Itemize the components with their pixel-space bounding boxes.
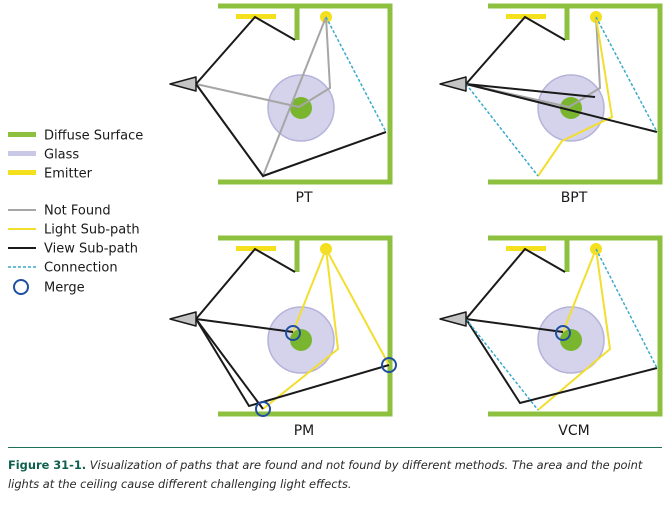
merge-marker-1: [555, 325, 571, 341]
diffuse-walls: [218, 3, 393, 185]
legend-label-merge: Merge: [44, 281, 85, 296]
panel-pm: PM: [169, 235, 397, 439]
legend-label-connection: Connection: [44, 261, 118, 276]
light-path-1: [292, 248, 327, 333]
connection-path-1: [465, 83, 539, 177]
legend-swatch-glass: [8, 151, 36, 156]
figure-caption-text: Visualization of paths that are found an…: [8, 458, 643, 491]
panel-bpt: BPT: [439, 3, 663, 206]
not-found-path-1: [465, 16, 602, 109]
paths: [439, 247, 658, 411]
diffuse-walls: [218, 235, 393, 417]
panel-label-pm: PM: [294, 423, 315, 439]
diffuse-core: [290, 329, 312, 351]
view-path-1: [465, 15, 566, 85]
light-path-1: [562, 248, 597, 333]
figure-label: Figure 31-1.: [8, 458, 87, 472]
view-path-2: [195, 318, 294, 333]
paths: [439, 15, 658, 177]
panel-vcm: VCM: [439, 235, 663, 439]
view-path-2: [465, 318, 564, 333]
paths: [169, 247, 397, 417]
legend-label-view-sub-path: View Sub-path: [44, 242, 138, 257]
panel-pt: PT: [169, 3, 393, 206]
legend-label-diffuse-surface: Diffuse Surface: [44, 129, 143, 144]
merge-marker-2: [381, 357, 397, 373]
view-path-3: [465, 318, 658, 405]
legend-swatch-diffuse-surface: [8, 132, 36, 137]
legend-label-glass: Glass: [44, 148, 79, 163]
legend-label-not-found: Not Found: [44, 204, 111, 219]
legend-circle-merge: [13, 279, 29, 295]
merge-marker-1: [285, 325, 301, 341]
panel-label-vcm: VCM: [558, 423, 589, 439]
merge-marker-3: [255, 401, 271, 417]
panel-label-pt: PT: [296, 190, 313, 206]
camera-icon: [169, 311, 197, 327]
light-path-2: [537, 248, 612, 411]
scene-geometry: [218, 235, 393, 417]
legend-swatch-emitter: [8, 170, 36, 175]
light-path-3: [262, 248, 340, 410]
diffuse-walls: [488, 3, 663, 185]
connection-path-1: [465, 318, 539, 411]
view-path-3: [465, 83, 596, 98]
view-path-1: [195, 15, 296, 85]
diffuse-walls: [488, 235, 663, 417]
paths: [169, 15, 387, 179]
legend-label-emitter: Emitter: [44, 167, 93, 182]
caption-divider: [8, 447, 662, 448]
panel-label-bpt: BPT: [561, 190, 588, 206]
camera-icon: [439, 311, 467, 327]
light-path-1: [537, 16, 614, 177]
view-path-2: [465, 83, 658, 133]
not-found-path-1: [195, 16, 332, 109]
connection-path: [325, 16, 387, 133]
camera-icon: [439, 76, 467, 92]
camera-icon: [169, 76, 197, 92]
scene-geometry: [488, 235, 663, 417]
view-path-1: [195, 247, 296, 320]
connection-path-2: [595, 248, 658, 369]
connection-path-2: [595, 16, 658, 133]
diffuse-core: [560, 329, 582, 351]
figure-caption: Figure 31-1. Visualization of paths that…: [8, 456, 658, 494]
legend: Diffuse Surface Glass Emitter Not Found …: [8, 129, 143, 296]
view-path-2: [195, 83, 387, 178]
view-path-1: [465, 247, 566, 320]
view-path-4: [195, 318, 390, 408]
view-path-3: [195, 318, 264, 410]
legend-label-light-sub-path: Light Sub-path: [44, 223, 140, 238]
light-path-2: [325, 248, 390, 366]
